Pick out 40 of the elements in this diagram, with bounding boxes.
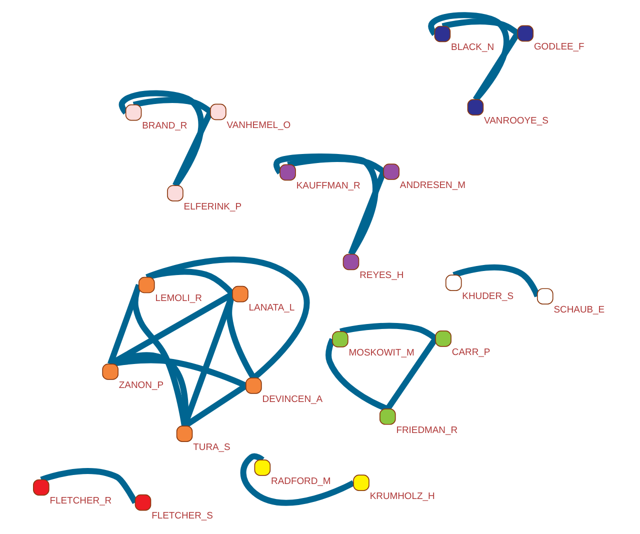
node-label: ZANON_P: [118, 380, 164, 391]
node-label: SCHAUB_E: [554, 304, 605, 316]
connector: [428, 12, 510, 102]
node-label: DEVINCEN_A: [262, 394, 323, 405]
node-label: VANROOYE_S: [484, 115, 548, 126]
node-label: RADFORD_M: [271, 476, 331, 487]
connector: [472, 32, 520, 102]
node-label: FRIEDMAN_R: [396, 424, 458, 436]
connector: [273, 153, 378, 256]
connector: [146, 268, 235, 296]
node-label: KAUFFMAN_R: [296, 180, 360, 192]
connector: [348, 170, 386, 256]
node-label: MOSKOWIT_M: [348, 347, 414, 358]
connector: [340, 322, 438, 341]
node-label: ELFERINK_P: [184, 201, 242, 212]
node-label: KRUMHOLZ_H: [370, 490, 435, 502]
node-label: REYES_H: [360, 270, 404, 282]
connector: [118, 90, 204, 188]
node-label: TURA_S: [193, 442, 230, 453]
connector: [240, 453, 355, 506]
node-label: GODLEE_F: [534, 42, 584, 53]
node-label: FLETCHER_S: [152, 510, 213, 522]
node-label: VANHEMEL_O: [226, 120, 291, 132]
connector: [146, 256, 310, 380]
connector: [172, 110, 214, 187]
node-label: BLACK_N: [451, 42, 494, 54]
connector: [452, 264, 540, 298]
connector: [385, 336, 438, 411]
node-label: LEMOLI_R: [155, 293, 202, 304]
connector: [40, 468, 138, 504]
node-label: LANATA_L: [248, 302, 295, 314]
node-label: FLETCHER_R: [50, 496, 112, 507]
connector: [287, 156, 386, 174]
connector: [442, 18, 520, 36]
node-label: ANDRESEN_M: [400, 180, 466, 191]
node-label: BRAND_R: [142, 120, 188, 132]
connector: [326, 338, 389, 412]
node-label: CARR_P: [452, 346, 490, 358]
connector: [132, 96, 212, 114]
node-label: KHUDER_S: [462, 290, 514, 302]
